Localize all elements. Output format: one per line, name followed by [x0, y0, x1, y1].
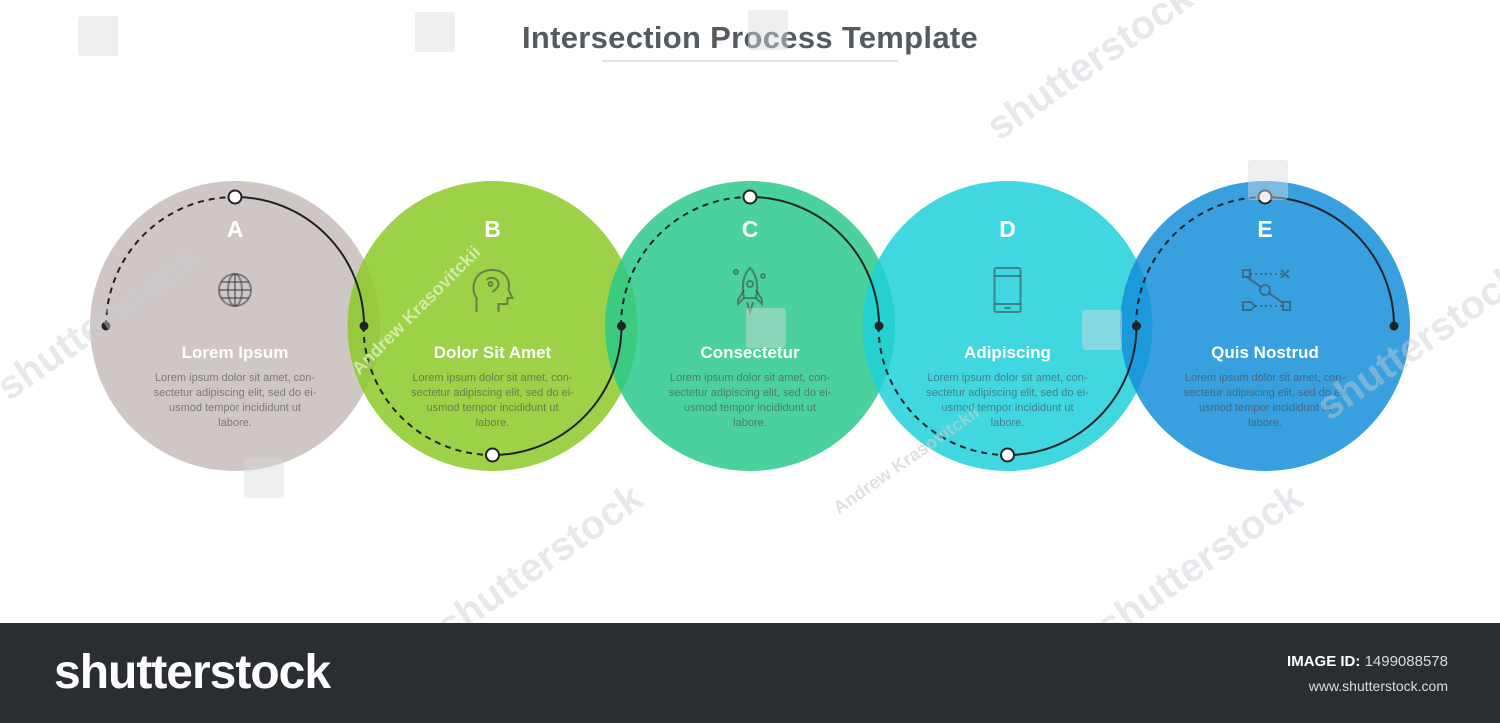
- image-id-value: 1499088578: [1364, 653, 1448, 670]
- connector-solid-arc: [492, 325, 623, 456]
- connector-dashed-arc: [105, 196, 236, 327]
- connector-dot: [1132, 321, 1141, 331]
- step-letter: C: [742, 216, 759, 242]
- connector-solid-arc: [1007, 325, 1138, 456]
- step-heading: Consectetur: [700, 343, 800, 362]
- step-description-line: labore.: [991, 417, 1025, 429]
- step-description-line: labore.: [218, 417, 252, 429]
- step-description-line: labore.: [476, 417, 510, 429]
- step-circle-d: [862, 181, 1153, 471]
- step-description-line: usmod tempor incididunt ut: [1199, 402, 1331, 414]
- step-letter: B: [484, 216, 501, 242]
- image-id: IMAGE ID: 1499088578: [1287, 653, 1448, 670]
- footer-url[interactable]: www.shutterstock.com: [1308, 678, 1448, 694]
- step-circle-e: [1120, 181, 1410, 471]
- connector-node: [1257, 189, 1273, 205]
- step-circle-c: [605, 181, 895, 471]
- step-description-line: labore.: [1248, 417, 1282, 429]
- connector-dot: [617, 321, 626, 331]
- step-description-line: Lorem ipsum dolor sit amet, con-: [927, 372, 1088, 384]
- step-description-line: sectetur adipiscing elit, sed do ei-: [1184, 387, 1347, 399]
- footer-logo[interactable]: shutterstock: [54, 646, 331, 699]
- step-description-line: sectetur adipiscing elit, sed do ei-: [669, 387, 832, 399]
- step-circle-a: [90, 181, 380, 471]
- connector-dashed-arc: [1135, 196, 1266, 327]
- connector-solid-arc: [749, 196, 880, 327]
- image-id-label: IMAGE ID:: [1287, 653, 1361, 670]
- watermark-logo-mark: [748, 10, 788, 50]
- step-description-line: Lorem ipsum dolor sit amet, con-: [155, 372, 316, 384]
- connector-dot: [359, 321, 369, 331]
- connector-solid-arc: [1264, 196, 1395, 327]
- head-profile-icon: [472, 268, 515, 312]
- footer-bar: shutterstock IMAGE ID: 1499088578 www.sh…: [0, 623, 1500, 723]
- connector-dashed-arc: [362, 325, 493, 456]
- watermark-logo-mark: [746, 308, 786, 348]
- step-description-line: Lorem ipsum dolor sit amet, con-: [412, 372, 573, 384]
- step-letter: A: [227, 216, 244, 242]
- step-heading: Quis Nostrud: [1211, 343, 1319, 362]
- watermark-logo-mark: [415, 12, 455, 52]
- watermark-logo-mark: [1082, 310, 1122, 350]
- step-letter: E: [1257, 216, 1272, 242]
- connector-dashed-arc: [877, 325, 1008, 456]
- step-circle-b: [347, 181, 638, 471]
- connector-node: [1000, 447, 1015, 463]
- globe-icon: [218, 273, 252, 307]
- step-heading: Adipiscing: [964, 343, 1051, 362]
- page-title: Intersection Process Template: [521, 20, 979, 55]
- step-description-line: labore.: [733, 417, 767, 429]
- step-description-line: usmod tempor incididunt ut: [169, 402, 301, 414]
- connector-solid-arc: [234, 196, 365, 327]
- rocket-icon: [733, 266, 766, 316]
- connector-dashed-arc: [620, 196, 751, 327]
- watermark-logo-mark: [244, 458, 284, 498]
- connector-dot: [101, 321, 111, 331]
- watermark-logo-mark: [1248, 160, 1288, 200]
- step-description-line: Lorem ipsum dolor sit amet, con-: [1185, 372, 1346, 384]
- step-heading: Dolor Sit Amet: [434, 343, 552, 362]
- step-description-line: sectetur adipiscing elit, sed do ei-: [154, 387, 317, 399]
- connector-dot: [1389, 321, 1399, 331]
- step-description-line: usmod tempor incididunt ut: [426, 402, 558, 414]
- step-description-line: usmod tempor incididunt ut: [684, 402, 816, 414]
- step-description-line: Lorem ipsum dolor sit amet, con-: [670, 372, 831, 384]
- step-letter: D: [999, 216, 1016, 242]
- title-underline: [602, 60, 898, 62]
- connector-node: [227, 189, 243, 205]
- step-description-line: sectetur adipiscing elit, sed do ei-: [926, 387, 1089, 399]
- watermark-logo-mark: [78, 16, 118, 56]
- connector-dot: [874, 321, 884, 331]
- smartphone-icon: [993, 267, 1022, 313]
- step-heading: Lorem Ipsum: [182, 343, 289, 362]
- step-description-line: usmod tempor incididunt ut: [941, 402, 1073, 414]
- connector-node: [742, 189, 758, 205]
- route-icon: [1242, 269, 1291, 311]
- connector-node: [485, 447, 500, 463]
- step-description-line: sectetur adipiscing elit, sed do ei-: [411, 387, 574, 399]
